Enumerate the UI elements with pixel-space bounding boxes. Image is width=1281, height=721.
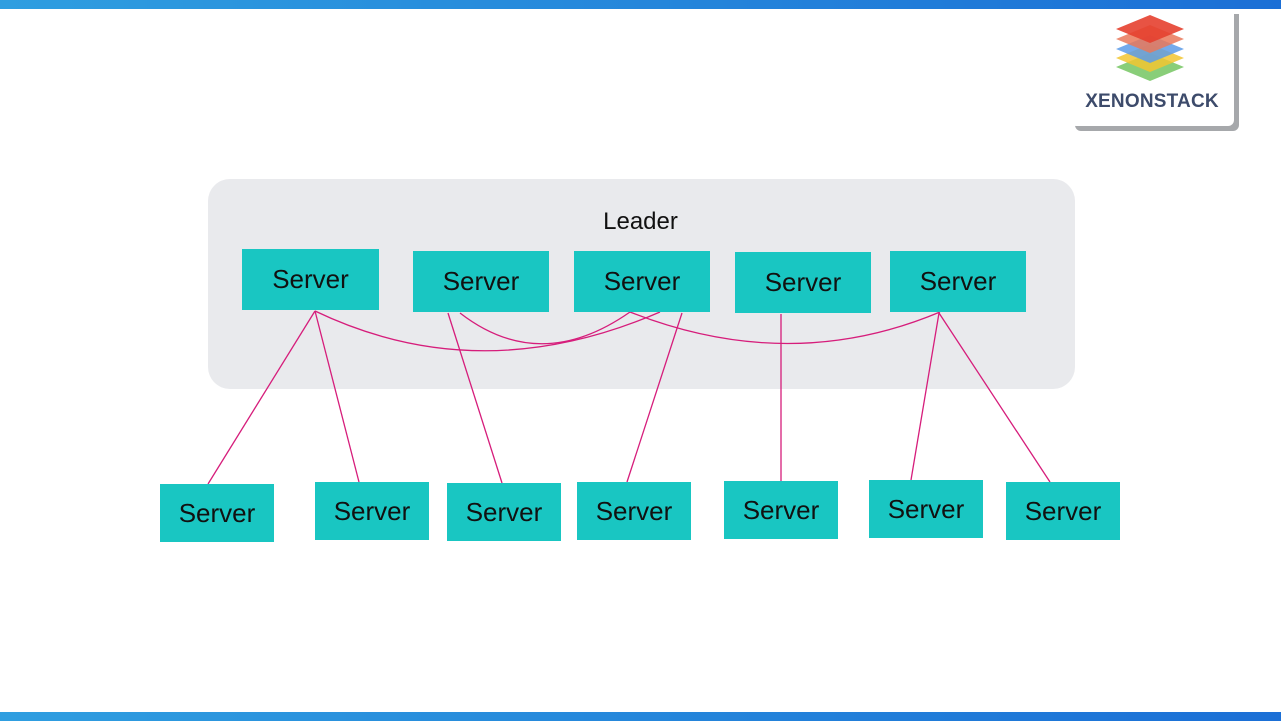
leader-server-5: Server xyxy=(890,251,1026,312)
leader-label: Leader xyxy=(603,208,678,235)
follower-server-7: Server xyxy=(1006,482,1120,540)
leader-server-4: Server xyxy=(735,252,871,313)
follower-server-4: Server xyxy=(577,482,691,540)
layers-logo-icon xyxy=(1116,15,1184,81)
follower-server-2: Server xyxy=(315,482,429,540)
follower-server-3: Server xyxy=(447,483,561,541)
follower-server-1: Server xyxy=(160,484,274,542)
top-accent-bar xyxy=(0,0,1281,9)
brand-name: XENONSTACK xyxy=(1085,91,1219,112)
bottom-accent-bar xyxy=(0,712,1281,721)
brand-logo: XENONSTACK xyxy=(1070,9,1234,126)
leader-server-3: Server xyxy=(574,251,710,312)
follower-server-6: Server xyxy=(869,480,983,538)
leader-server-1: Server xyxy=(242,249,379,310)
follower-server-5: Server xyxy=(724,481,838,539)
leader-server-2: Server xyxy=(413,251,549,312)
